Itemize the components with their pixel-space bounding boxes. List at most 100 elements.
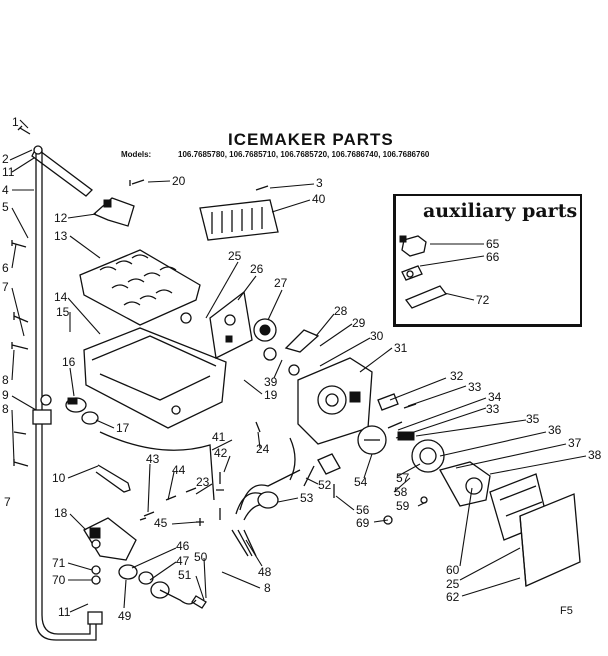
callout-label: 72 [476, 293, 490, 307]
callout-label: 66 [486, 250, 500, 264]
callout-label: 9 [2, 388, 9, 402]
front-cover [519, 493, 581, 587]
callout-label: 1 [12, 115, 19, 129]
fill-tube-assembly [31, 145, 103, 641]
callout-label: 69 [356, 516, 370, 530]
callout-label: 42 [214, 446, 228, 460]
callout-label: 40 [312, 192, 326, 206]
callout-label: 39 [264, 375, 278, 389]
callout-label: 35 [526, 412, 540, 426]
callout-label: 4 [2, 183, 9, 197]
callout-label: 71 [52, 556, 66, 570]
callout-label: 15 [56, 305, 70, 319]
valve-nuts [91, 565, 101, 585]
ice-mold [79, 249, 201, 326]
callout-label: 52 [318, 478, 332, 492]
callout-label: 48 [258, 565, 272, 579]
leader-lines [9, 119, 587, 613]
callout-label: 10 [52, 471, 66, 485]
callout-label: 62 [446, 590, 460, 604]
callout-label: 8 [2, 373, 9, 387]
callout-label: 47 [176, 554, 190, 568]
callout-label: 45 [154, 516, 168, 530]
callout-label: 5 [2, 200, 9, 214]
callout-label: 18 [54, 506, 68, 520]
thermostat-switch [303, 453, 341, 487]
callout-label: 36 [548, 423, 562, 437]
callout-label: 50 [194, 550, 208, 564]
callout-label: 65 [486, 237, 500, 251]
callout-label: 41 [212, 430, 226, 444]
callout-label: 11 [2, 165, 15, 179]
callout-label: 37 [568, 436, 582, 450]
callout-label: 28 [334, 304, 348, 318]
callout-label: 29 [352, 316, 366, 330]
left-screws [11, 125, 31, 467]
callout-label: 17 [116, 421, 130, 435]
drive-gear [253, 318, 277, 342]
callout-label: 54 [354, 475, 368, 489]
callout-label: 25 [446, 577, 460, 591]
callout-label: 51 [178, 568, 192, 582]
shroud-cover [199, 199, 279, 241]
callout-label: 25 [228, 249, 242, 263]
wiring-harness [231, 437, 301, 557]
callout-label: 46 [176, 539, 190, 553]
callout-label: 70 [52, 573, 66, 587]
callout-label: 14 [54, 290, 68, 304]
small-motor-parts [65, 397, 99, 425]
callout-label: 60 [446, 563, 460, 577]
bracket-part [92, 197, 135, 227]
gear-assembly [397, 431, 445, 473]
cam-and-arm [263, 329, 320, 376]
callout-label: 44 [172, 463, 186, 477]
callout-label: 33 [468, 380, 482, 394]
callout-label: 24 [256, 442, 270, 456]
callout-label: 11 [58, 605, 71, 619]
models-label: Models: [121, 150, 152, 159]
callout-label: 16 [62, 355, 76, 369]
auxiliary-parts-drawings [399, 235, 448, 309]
callout-label: 56 [356, 503, 370, 517]
mounting-screws-right [377, 393, 417, 429]
callout-label: 8 [2, 402, 9, 416]
callout-label: 34 [488, 390, 502, 404]
callout-label: 38 [588, 448, 602, 462]
figure-code: F5 [560, 605, 573, 617]
water-line-fittings [118, 564, 207, 609]
model-numbers: 106.7685780, 106.7685710, 106.7685720, 1… [178, 150, 430, 159]
auxiliary-parts-box [393, 194, 582, 327]
water-valve [83, 517, 137, 561]
bottom-screws [333, 484, 428, 525]
callout-label: 7 [4, 495, 11, 509]
wire-harness-rod [95, 431, 215, 501]
callout-label: 57 [396, 471, 410, 485]
page-title: ICEMAKER PARTS [228, 130, 394, 149]
callout-label: 13 [54, 229, 68, 243]
callout-label: 3 [316, 176, 323, 190]
callout-label: 8 [264, 581, 271, 595]
callout-label: 27 [274, 276, 288, 290]
callout-label: 59 [396, 499, 410, 513]
callout-label: 33 [486, 402, 500, 416]
timer-cam [357, 425, 387, 455]
ice-bucket-housing [83, 327, 227, 429]
small-screws [139, 421, 261, 526]
auxiliary-parts-title: auxiliary parts [423, 200, 578, 222]
callout-label: 2 [2, 152, 9, 166]
callout-label: 31 [394, 341, 408, 355]
callout-label: 23 [196, 475, 210, 489]
callout-label: 30 [370, 329, 384, 343]
callout-label: 26 [250, 262, 264, 276]
callout-label: 49 [118, 609, 132, 623]
callout-label: 43 [146, 452, 160, 466]
callout-label: 53 [300, 491, 314, 505]
screw-20 [129, 179, 145, 186]
mounting-plate [209, 290, 253, 359]
callout-label: 7 [2, 280, 9, 294]
callout-label: 19 [264, 388, 278, 402]
callout-label: 32 [450, 369, 464, 383]
screw-3 [255, 185, 269, 191]
